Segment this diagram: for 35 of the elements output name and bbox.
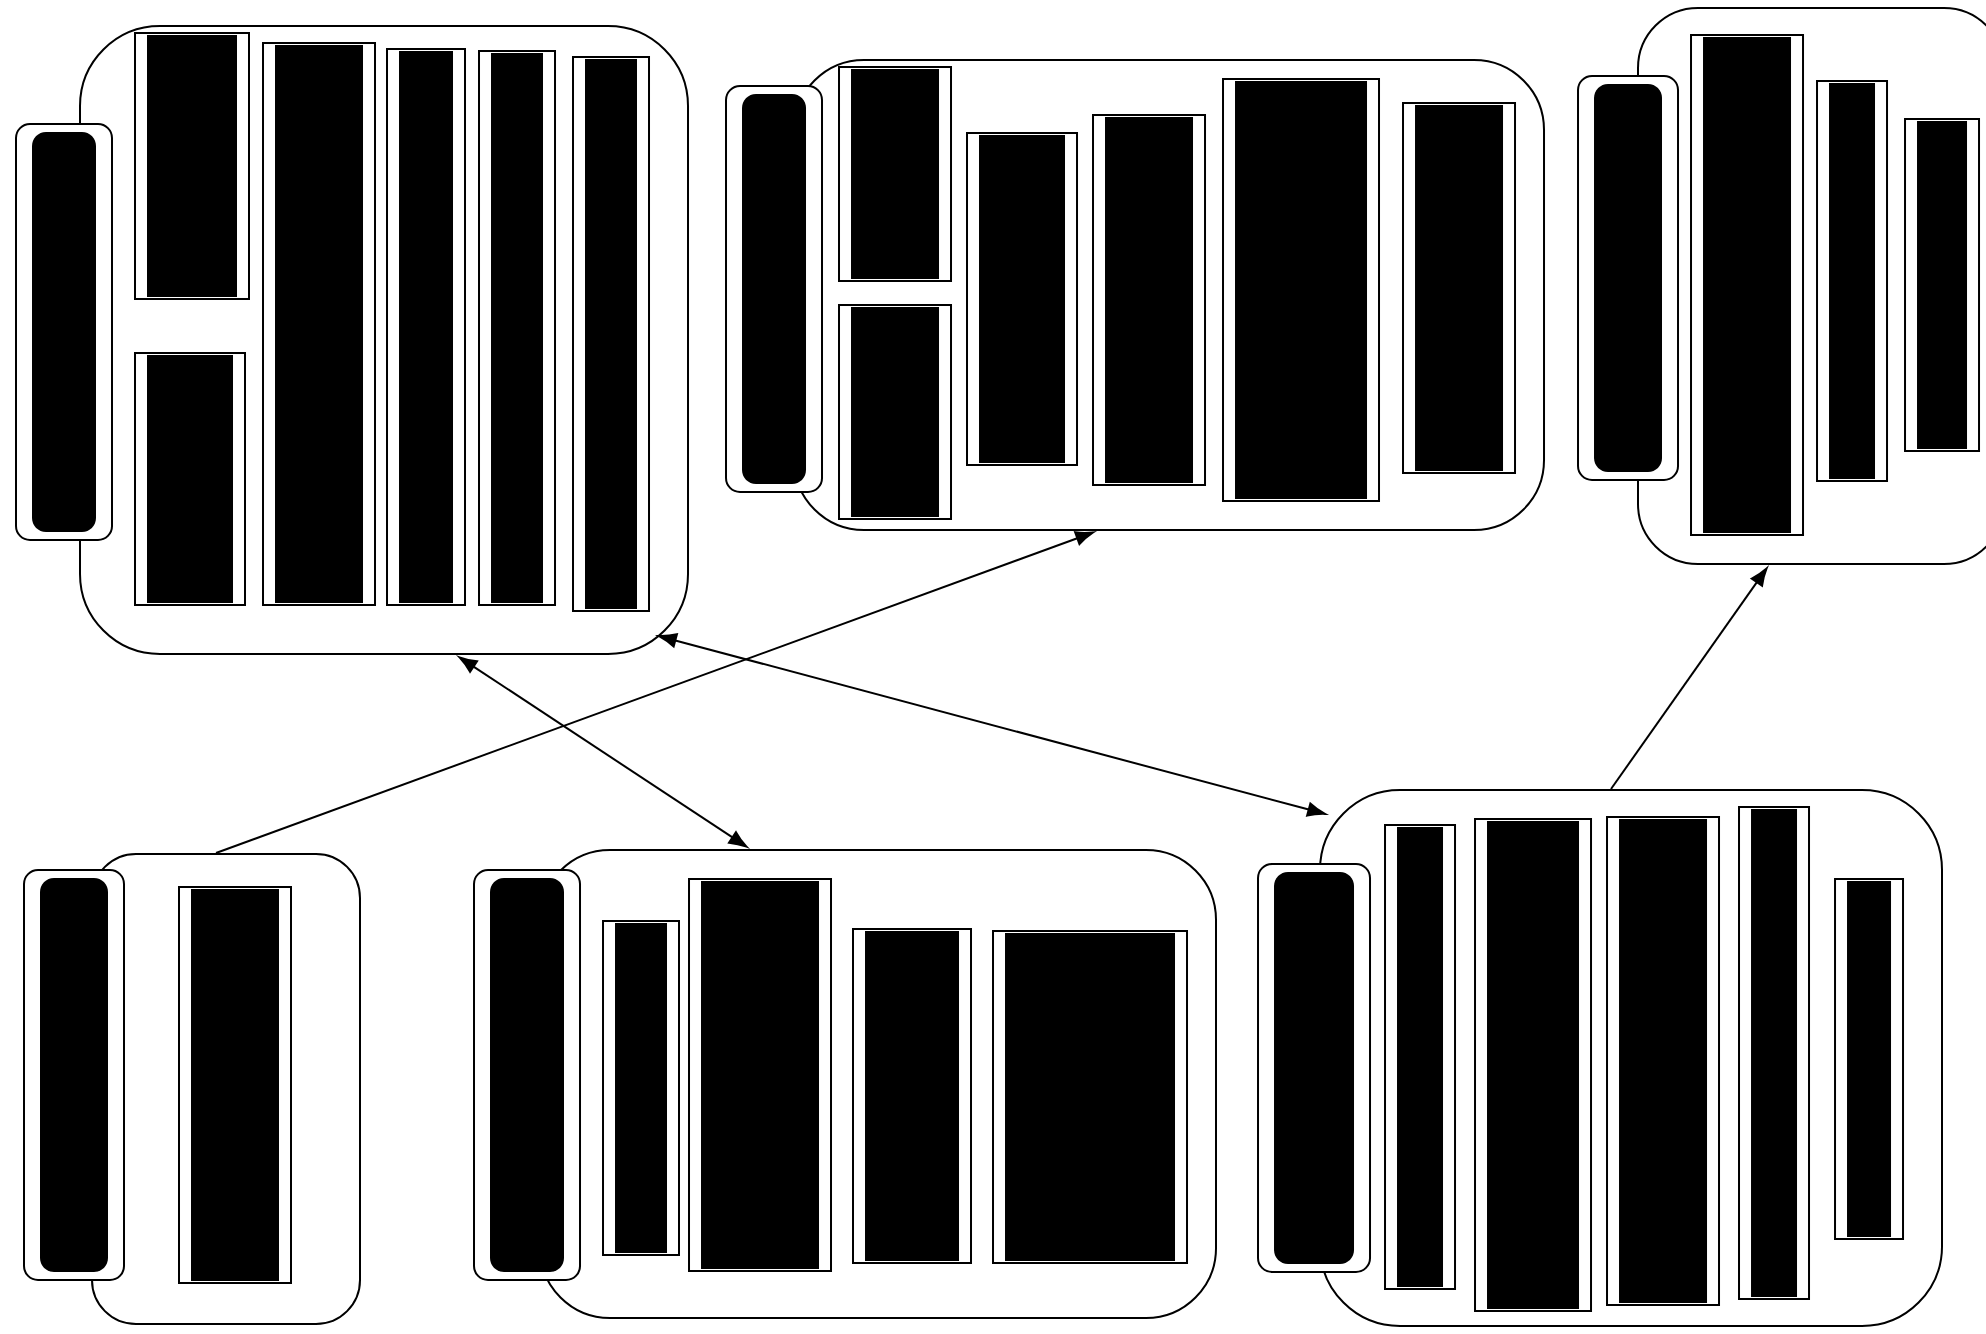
redacted-text-bar [134, 352, 246, 606]
redacted-label [15, 123, 113, 541]
redacted-text-bar [262, 42, 376, 606]
redacted-text-bar [688, 878, 832, 1272]
arrow [658, 633, 1326, 817]
redacted-text-bar [838, 304, 952, 520]
redacted-label [725, 85, 823, 493]
arrow [458, 656, 748, 848]
arrow [1610, 567, 1768, 790]
redacted-text-bar [992, 930, 1188, 1264]
redacted-text-bar [1384, 824, 1456, 1290]
redacted-text-bar [178, 886, 292, 1284]
redacted-label [1257, 863, 1371, 1273]
redacted-text-bar [1904, 118, 1980, 452]
redacted-label [1577, 75, 1679, 481]
redacted-text-bar [602, 920, 680, 1256]
redacted-text-bar [572, 56, 650, 612]
redacted-text-bar [1222, 78, 1380, 502]
redacted-text-bar [966, 132, 1078, 466]
redacted-text-bar [1690, 34, 1804, 536]
redacted-label [23, 869, 125, 1281]
redacted-text-bar [1738, 806, 1810, 1300]
redacted-text-bar [386, 48, 466, 606]
redacted-text-bar [1834, 878, 1904, 1240]
redacted-text-bar [478, 50, 556, 606]
redacted-text-bar [1816, 80, 1888, 482]
redacted-text-bar [1606, 816, 1720, 1306]
redacted-text-bar [838, 66, 952, 282]
redacted-label [473, 869, 581, 1281]
arrow [215, 531, 1095, 854]
redacted-text-bar [134, 32, 250, 300]
redacted-text-bar [1474, 818, 1592, 1312]
redacted-text-bar [1402, 102, 1516, 474]
redacted-text-bar [852, 928, 972, 1264]
redacted-text-bar [1092, 114, 1206, 486]
